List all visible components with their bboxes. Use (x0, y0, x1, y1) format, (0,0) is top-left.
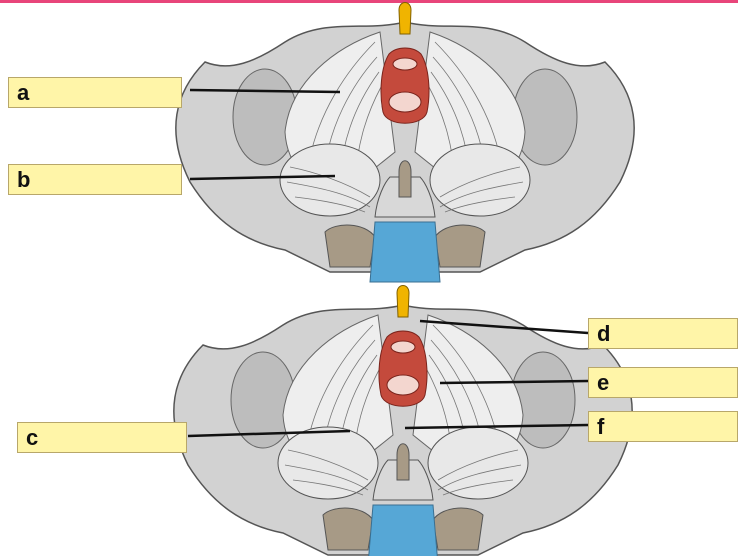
label-box-a[interactable]: a (8, 77, 182, 108)
label-box-f[interactable]: f (588, 411, 738, 442)
label-box-b[interactable]: b (8, 164, 182, 195)
pelvis-diagram-top (176, 3, 634, 283)
label-box-e[interactable]: e (588, 367, 738, 398)
pelvis-diagram-bottom (174, 286, 632, 556)
label-box-d[interactable]: d (588, 318, 738, 349)
label-box-c[interactable]: c (17, 422, 187, 453)
